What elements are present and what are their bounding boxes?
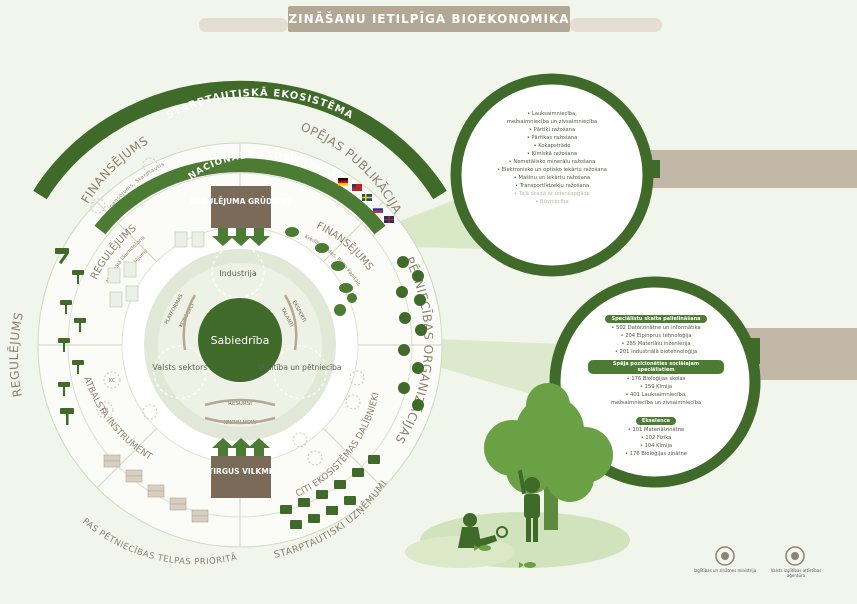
piggy-bank-icons — [285, 227, 357, 316]
panel-top-item: mežsaimniecība un zivsaimniecība — [506, 119, 598, 125]
flag-sweden-icon — [362, 194, 372, 201]
document-icons — [107, 231, 205, 308]
magnifier-top — [450, 73, 857, 277]
panel-top-item: • Ķīmiskā ražošana — [526, 151, 578, 157]
panel-top-item: • Tajā skaitā ar ūdensapgāde — [514, 191, 590, 197]
state-label: Valsts sektors — [152, 363, 207, 372]
state-node — [153, 345, 207, 399]
regulation-push-label: REGULĒJUMA GRŪDIENS — [190, 197, 292, 206]
panel-top-item: • Kokapstrāde — [533, 143, 571, 149]
agency-logo — [785, 546, 805, 566]
panel-group-2: • 176 Bioloģijas skolas • 159 Ķīmija • 401… — [588, 375, 724, 407]
tree — [484, 383, 613, 530]
industry-label: Industrija — [219, 269, 257, 278]
panel-group-1: • 502 Datorzinātne un informātika • 204 E… — [588, 324, 724, 356]
resources-label: RESURSI — [228, 401, 252, 407]
international-band — [33, 80, 447, 200]
placeholder-circles — [90, 157, 365, 466]
panel-top-item: • Transportlīdzekļu ražošana — [514, 183, 590, 189]
flag-uk-icon — [384, 216, 394, 223]
panel-bottom-item: • 201 Industriālā biotehnoloģija — [614, 349, 698, 355]
panel-heading-positioning: Spēja pozicionēties sociālajam speciālis… — [588, 360, 724, 374]
panel-group-3: • 101 Materiālzinātne • 102 Fizika • 104 Ķ… — [588, 426, 724, 458]
panel-top-item: • Nemetālisko minerālu ražošana — [508, 159, 596, 165]
knowhow-arrow — [204, 416, 276, 425]
core-label: Sabiedrība — [211, 334, 270, 347]
panel-bottom-item: • 204 Elpinprus tehnoloģija — [620, 333, 692, 339]
banner-rule-right — [570, 18, 662, 32]
panel-bottom-item: mežsaimniecība un zivsaimniecība — [610, 400, 702, 406]
regulation-push-arrow — [211, 186, 271, 246]
panel-bottom-item: • 159 Ķīmija — [639, 384, 673, 390]
panel-bottom-list: Speciālistu skaita palielināšana • 502 D… — [588, 305, 724, 458]
platforms-arrow — [182, 294, 197, 351]
magnifier-top-handle — [645, 150, 857, 188]
ministry-logo — [715, 546, 735, 566]
panel-top-item: • Būvniecība — [535, 199, 569, 205]
panel-top-item: • Pārtikas ražošana — [526, 135, 578, 141]
market-pull-arrow — [211, 438, 271, 498]
magnifier-bottom — [549, 276, 857, 488]
panel-top-item: • Pārtiķi ražošana — [528, 127, 576, 133]
ministry-logo-caption: Izglītības un zinātnes ministrija — [693, 568, 757, 573]
person-standing — [517, 469, 540, 542]
briefcase-icons — [280, 455, 380, 529]
panel-top-item: • Lauksaimniecība, — [527, 111, 577, 117]
panel-bottom-item: • 104 Ķīmija — [639, 443, 673, 449]
panel-bottom-item: • 101 Materiālzinātne — [627, 427, 685, 433]
money-bag-icons — [396, 256, 427, 411]
flag-russia-icon — [372, 205, 384, 213]
flag-usa-icon — [352, 184, 362, 191]
person-sitting — [458, 513, 508, 548]
national-band — [94, 158, 386, 235]
panel-top-item: • Mašīnu un iekārtu ražošana — [513, 175, 591, 181]
panel-bottom-item: • 285 Materiālu inženierija — [621, 341, 691, 347]
tp-badge: TP — [101, 408, 108, 414]
resources-arrow — [204, 398, 276, 407]
panel-top-list: • Lauksaimniecība, mežsaimniecība un zivs… — [478, 110, 626, 206]
panel-bottom-item: • 176 Bioloģijas zinātne — [625, 451, 687, 457]
kc-badge: KC — [109, 378, 116, 384]
experts-arrow — [283, 294, 298, 351]
industry-node — [211, 245, 265, 299]
gavel-icons — [55, 248, 86, 425]
panel-heading-excellence: Ekselence — [635, 417, 677, 425]
fish-icons — [474, 545, 536, 568]
education-node — [273, 345, 327, 399]
flag-icons — [338, 178, 394, 223]
banner-rule-left — [199, 18, 288, 32]
flag-germany-icon — [338, 178, 348, 186]
money-stack-icons — [103, 454, 209, 523]
panel-bottom-item: • 176 Bioloģijas skolas — [626, 376, 686, 382]
agency-logo-caption: Valsts izglītības attīstības aģentūra — [770, 568, 822, 578]
panel-top-item: • Elektronisko un optisko iekārtu ražoša… — [497, 167, 607, 173]
panel-heading-specialists: Speciālistu skaita palielināšana — [605, 315, 707, 323]
outer-regulation-label: REGULĒJUMS — [7, 311, 26, 398]
panel-bottom-item: • 502 Datorzinātne un informātika — [611, 325, 701, 331]
panel-bottom-item: • 401 Lauksaimniecība, — [625, 392, 687, 398]
magnifier-bottom-handle — [745, 328, 857, 380]
panel-bottom-item: • 102 Fizika — [640, 435, 672, 441]
market-pull-label: TIRGUS VILKME — [208, 467, 274, 476]
page-title: ZINĀŠANU IETILPĪGA BIOEKONOMIKA — [288, 6, 570, 32]
education-label: Izglītība un pētniecība — [258, 363, 341, 372]
society-core — [198, 298, 282, 382]
